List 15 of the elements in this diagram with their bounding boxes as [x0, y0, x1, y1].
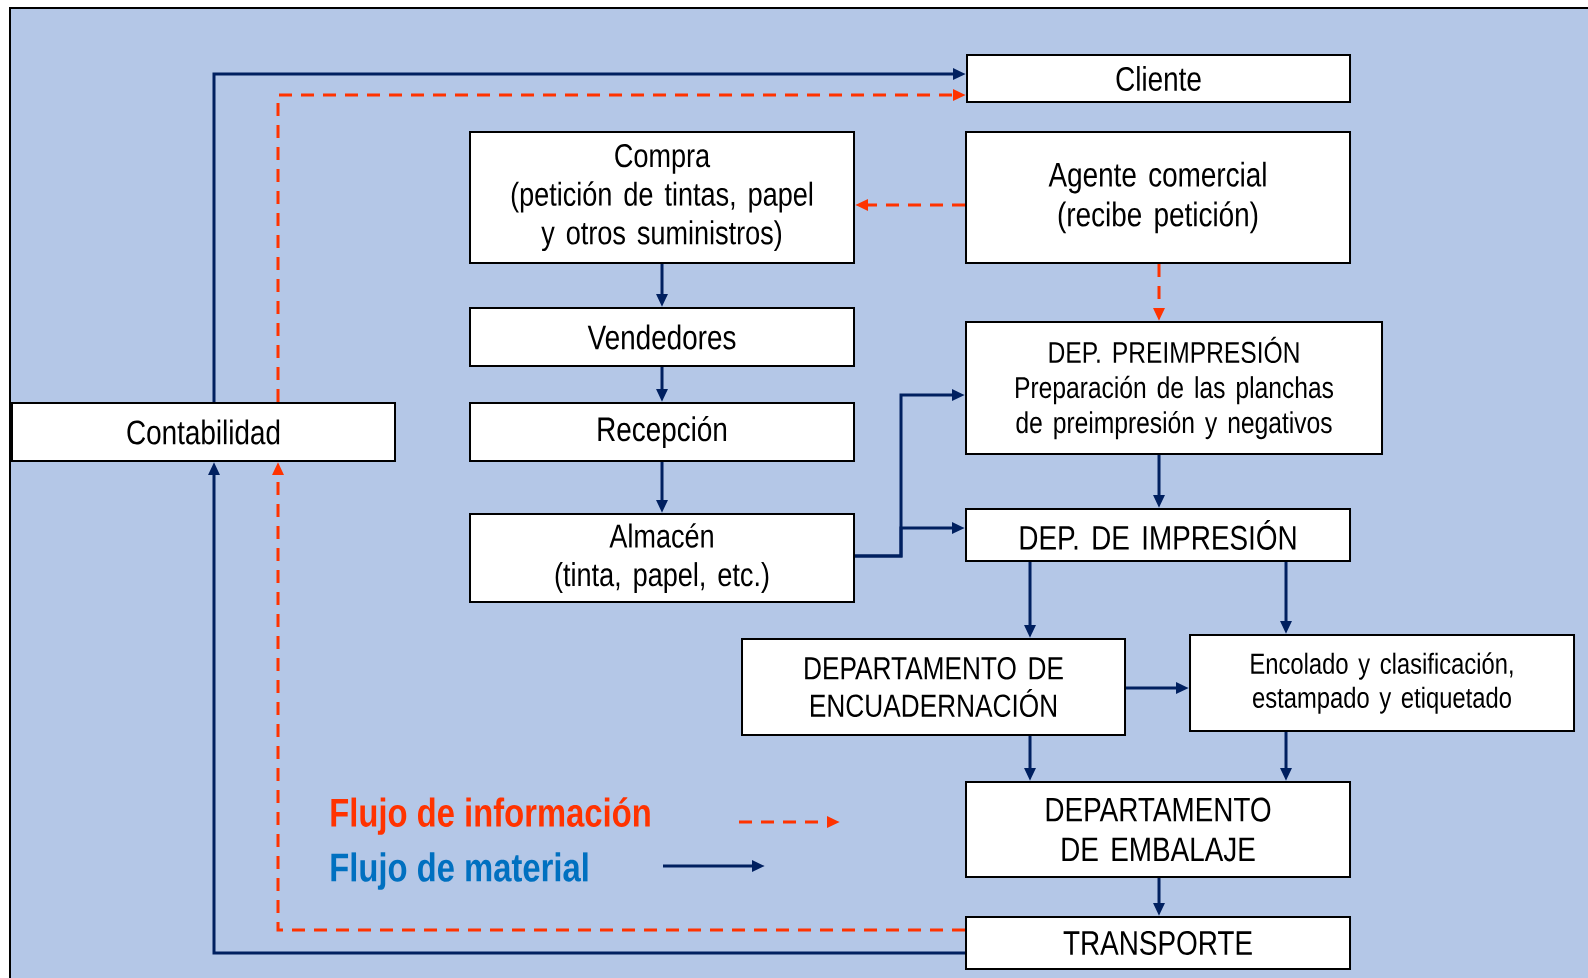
process-box: DEPARTAMENTO DE EMBALAJE — [965, 781, 1351, 878]
process-box: Agente comercial (recibe petición) — [965, 131, 1351, 264]
process-box: Contabilidad — [11, 402, 396, 462]
process-box: DEP. PREIMPRESIÓN Preparación de las planchas de preimpresión y negativos — [965, 321, 1383, 455]
process-box: Recepción — [469, 402, 855, 462]
legend-text: Flujo de información — [331, 797, 650, 835]
process-box: DEP. DE IMPRESIÓN — [965, 508, 1351, 562]
process-box: Cliente — [966, 54, 1351, 103]
process-box: DEPARTAMENTO DE ENCUADERNACIÓN — [741, 638, 1126, 736]
process-box: TRANSPORTE — [965, 916, 1351, 970]
legend-text: Flujo de material — [331, 852, 588, 890]
process-box: Encolado y clasificación, estampado y etiquetado — [1189, 634, 1575, 732]
process-box: Vendedores — [469, 307, 855, 367]
process-box: Almacén (tinta, papel, etc.) — [469, 513, 855, 603]
process-box: Compra (petición de tintas, papel y otros suministros) — [469, 131, 855, 264]
